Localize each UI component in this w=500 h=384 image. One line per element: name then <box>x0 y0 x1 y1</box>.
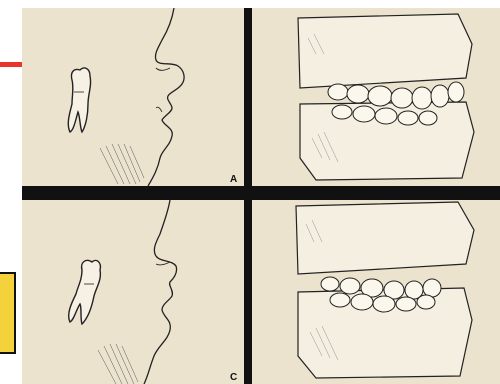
tooth-icon <box>69 260 101 324</box>
profile-drawing-c <box>22 200 244 384</box>
red-accent-bar <box>0 62 22 67</box>
panel-d-dental-model <box>252 200 500 384</box>
panel-b-dental-model <box>252 8 500 186</box>
dental-model-drawing-d <box>252 200 500 384</box>
chin-shading <box>98 344 138 384</box>
panel-label-a: A <box>230 174 237 185</box>
dental-model-drawing-b <box>252 8 500 186</box>
profile-drawing-a <box>22 8 244 186</box>
panel-c-profile: C <box>22 200 244 384</box>
yellow-accent-box <box>0 272 16 354</box>
tooth-icon <box>68 68 90 132</box>
panel-a-profile: A <box>22 8 244 186</box>
face-profile <box>144 200 177 384</box>
chin-shading <box>100 144 144 184</box>
panel-label-c: C <box>230 372 237 383</box>
horizontal-divider <box>22 186 500 200</box>
face-profile <box>148 8 184 186</box>
